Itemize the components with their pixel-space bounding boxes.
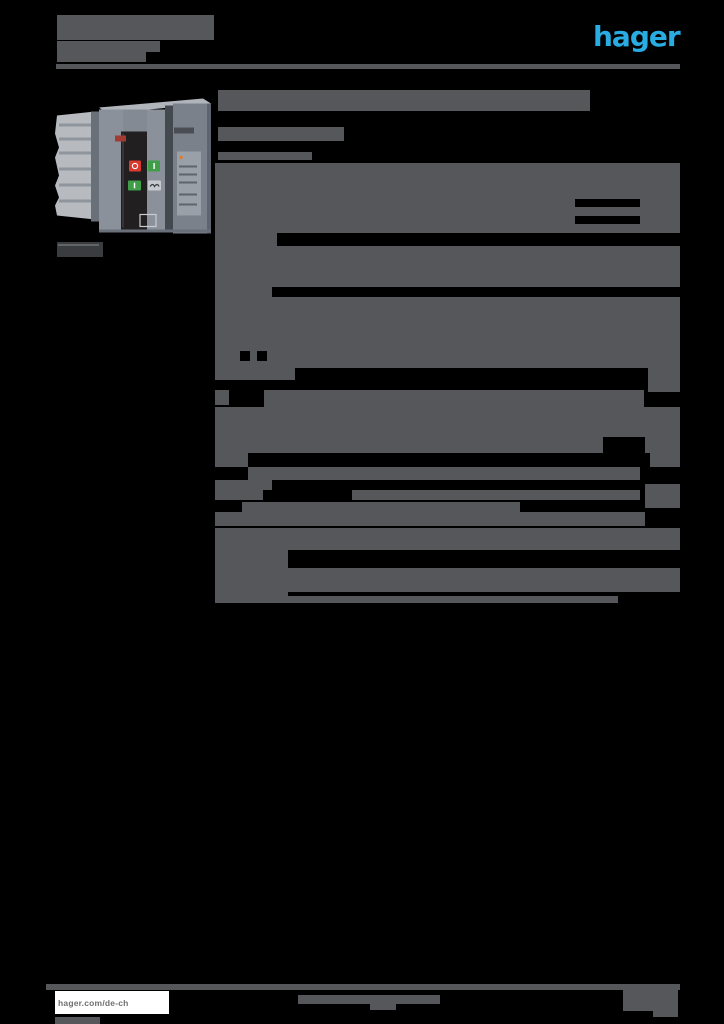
redacted-text-bar	[218, 152, 312, 160]
redacted-text-bar	[650, 453, 680, 467]
redacted-text-bar	[240, 351, 250, 361]
redacted-text-bar	[215, 233, 277, 246]
breaker-divider	[165, 105, 173, 232]
redacted-text-bar	[215, 368, 295, 380]
redacted-text-bar	[575, 199, 640, 207]
breaker-off-button	[129, 160, 141, 172]
breaker-chassis	[55, 111, 95, 220]
redacted-text-bar	[215, 287, 272, 297]
redacted-text-bar	[218, 127, 344, 141]
redacted-text-bar	[370, 1004, 396, 1010]
redacted-text-bar	[215, 297, 680, 348]
redacted-text-bar	[215, 246, 680, 287]
redacted-text-bar	[215, 558, 288, 603]
redacted-text-bar	[215, 348, 680, 368]
redacted-text-bar	[575, 216, 640, 224]
redacted-text-bar	[57, 15, 214, 40]
redacted-text-bar	[55, 1017, 100, 1024]
redacted-text-bar	[653, 1011, 678, 1017]
redacted-text-bar	[242, 502, 520, 512]
breaker-indicator-dot	[179, 155, 183, 160]
redacted-text-bar	[215, 528, 680, 550]
redacted-text-bar	[215, 407, 680, 453]
redacted-text-bar	[298, 995, 440, 1004]
breaker-test-port	[139, 213, 157, 228]
redacted-text-bar	[56, 64, 680, 69]
footer-url[interactable]: hager.com/de-ch	[58, 997, 129, 1008]
redacted-text-bar	[352, 490, 640, 500]
redacted-text-bar	[57, 242, 103, 257]
product-photo-circuit-breaker	[55, 98, 211, 234]
redacted-text-bar	[623, 985, 678, 1011]
redacted-text-bar	[264, 390, 644, 407]
redacted-text-bar	[288, 596, 618, 603]
footer-url-box[interactable]: hager.com/de-ch	[55, 991, 169, 1014]
redacted-text-bar	[288, 568, 680, 592]
hager-logo: hager	[593, 20, 681, 53]
redacted-text-bar	[57, 52, 146, 62]
redacted-text-bar	[215, 490, 263, 500]
redacted-text-bar	[57, 41, 160, 52]
redacted-text-bar	[215, 480, 272, 490]
redacted-text-bar	[218, 90, 590, 111]
redacted-text-bar	[645, 484, 680, 508]
redacted-text-bar	[603, 437, 645, 453]
redacted-text-bar	[648, 367, 680, 392]
redacted-text-bar	[215, 390, 229, 405]
redacted-text-bar	[248, 467, 640, 480]
redacted-text-bar	[257, 351, 267, 361]
redacted-text-bar	[215, 453, 248, 467]
redacted-text-bar	[46, 984, 680, 990]
breaker-brand-label	[174, 127, 194, 134]
redacted-text-bar	[215, 512, 645, 526]
breaker-trip-label	[115, 135, 126, 142]
